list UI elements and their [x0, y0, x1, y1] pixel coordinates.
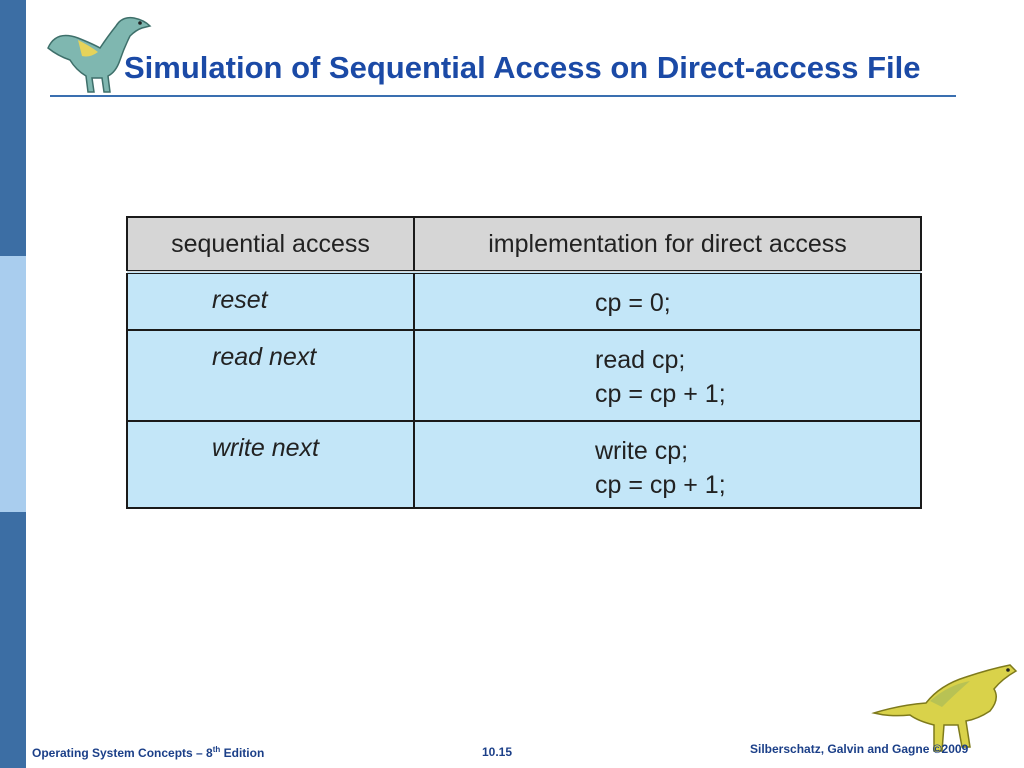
table-row: reset cp = 0;	[126, 271, 922, 331]
dinosaur-icon	[47, 16, 152, 93]
table-header-row: sequential access implementation for dir…	[126, 216, 922, 274]
code-line: cp = cp + 1;	[595, 380, 726, 408]
implementation-cell: cp = 0;	[413, 271, 922, 331]
code-line: cp = cp + 1;	[595, 471, 726, 499]
column-header: sequential access	[126, 216, 415, 274]
code-line: cp = 0;	[595, 289, 671, 317]
operation-cell: read next	[126, 329, 415, 422]
code-line: write cp;	[595, 437, 689, 465]
side-band-top	[0, 0, 26, 256]
side-band-bottom	[0, 512, 26, 768]
page-number: 10.15	[482, 745, 513, 759]
code-line: read cp;	[595, 346, 686, 374]
operation-cell: reset	[126, 271, 415, 331]
operation-cell: write next	[126, 420, 415, 509]
footer-book-prefix: Operating System Concepts – 8	[32, 746, 213, 760]
dinosaur-icon	[871, 664, 1018, 752]
implementation-cell: read cp; cp = cp + 1;	[413, 329, 922, 422]
title-divider	[50, 95, 956, 97]
access-table: sequential access implementation for dir…	[126, 216, 922, 509]
footer-book-title: Operating System Concepts – 8th Edition	[32, 745, 264, 760]
table-row: read next read cp; cp = cp + 1;	[126, 329, 922, 422]
copyright: Silberschatz, Galvin and Gagne ©2009	[750, 742, 969, 756]
column-header: implementation for direct access	[413, 216, 922, 274]
footer-book-sup: th	[212, 745, 221, 754]
table-row: write next write cp; cp = cp + 1;	[126, 420, 922, 509]
footer-book-suffix: Edition	[220, 746, 265, 760]
side-band-middle	[0, 256, 26, 512]
slide-title: Simulation of Sequential Access on Direc…	[124, 50, 921, 85]
implementation-cell: write cp; cp = cp + 1;	[413, 420, 922, 509]
